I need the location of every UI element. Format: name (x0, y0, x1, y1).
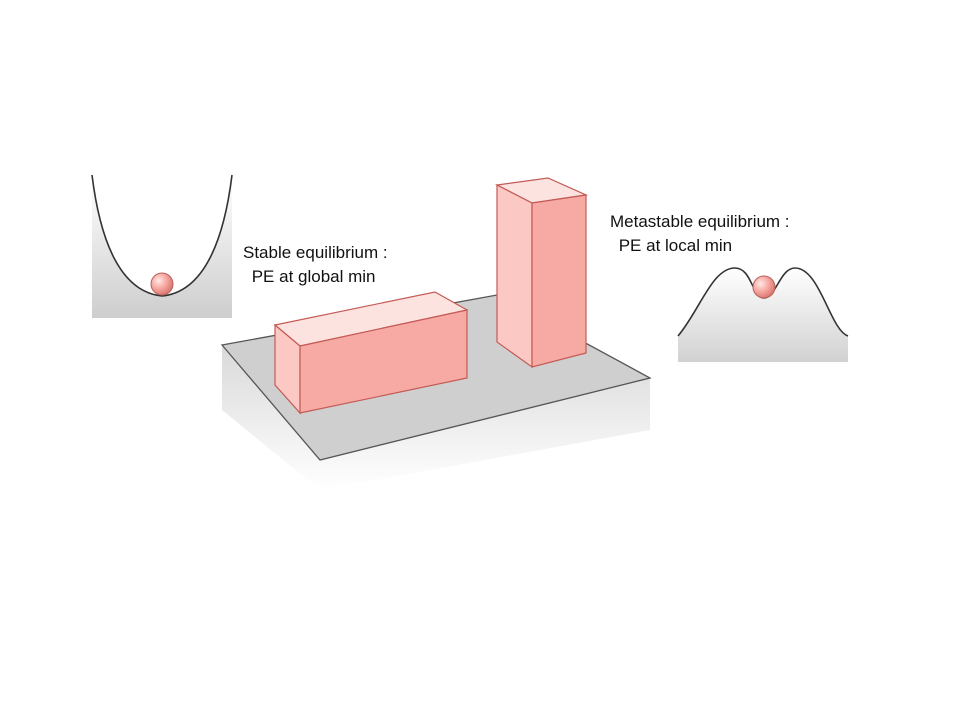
bowl-curve (91, 174, 233, 297)
bowl-shading (92, 175, 232, 318)
metastable-ball (752, 275, 776, 299)
metastable-label-title: Metastable equilibrium : (610, 212, 790, 231)
standing-block-front (531, 194, 587, 368)
hill-shading (678, 268, 848, 362)
lying-block-front (299, 309, 468, 414)
standing-block (495, 177, 589, 369)
lying-block (273, 291, 469, 415)
standing-block-side (496, 184, 533, 369)
metastable-curve (677, 267, 849, 362)
stable-bowl (91, 174, 233, 318)
stable-ball (150, 272, 174, 296)
stable-label-title: Stable equilibrium : (243, 243, 388, 262)
stable-label-detail: PE at global min (247, 267, 376, 286)
metastable-label-detail: PE at local min (614, 236, 733, 255)
